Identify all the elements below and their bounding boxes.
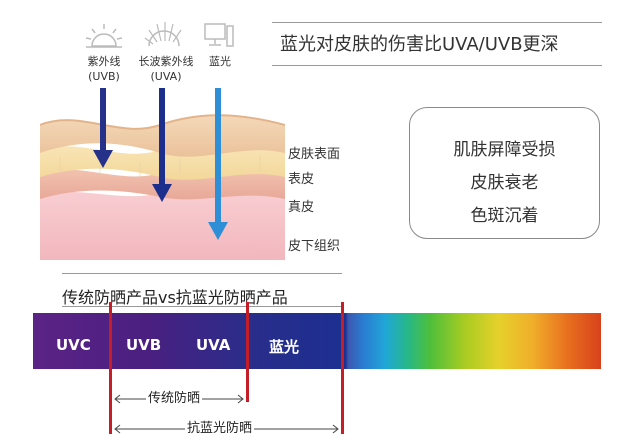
band-uvb: UVB (126, 336, 162, 354)
band-uva: UVA (196, 336, 231, 354)
source-bluelight-label: 蓝光 (209, 55, 231, 68)
band-bluelight: 蓝光 (269, 338, 300, 356)
page-title: 蓝光对皮肤的伤害比UVA/UVB更深 (280, 34, 559, 55)
layer-label-dermis: 真皮 (288, 200, 315, 215)
effect-pigmentation: 色斑沉着 (470, 206, 539, 226)
marker-line-uva-end (246, 302, 249, 402)
section-top-divider (62, 273, 342, 274)
section-bottom-divider (62, 306, 342, 307)
anti-blue-range-label: 抗蓝光防晒 (185, 417, 255, 436)
marker-line-uvb-start (109, 302, 112, 434)
marker-line-blue-end (341, 302, 344, 434)
effect-skin-aging: 皮肤衰老 (470, 173, 539, 193)
effects-box (409, 107, 600, 239)
computer-icon (203, 22, 235, 50)
bluelight-arrow (207, 88, 229, 240)
layer-label-subcutaneous: 皮下组织 (288, 239, 341, 254)
title-box (272, 22, 602, 66)
comparison-title: 传统防晒产品vs抗蓝光防晒产品 (62, 288, 288, 307)
sun-icon (84, 22, 124, 50)
sun-rays-icon (143, 20, 185, 50)
traditional-range-label: 传统防晒 (146, 387, 203, 406)
source-uvb-label: 紫外线(UVB) (87, 55, 121, 83)
uvb-arrow (92, 88, 114, 168)
layer-label-surface: 皮肤表面 (288, 147, 341, 162)
band-uvc: UVC (56, 336, 91, 354)
layer-label-epidermis: 表皮 (288, 172, 315, 187)
effect-barrier-damage: 肌肤屏障受损 (453, 140, 556, 160)
spectrum-bar (33, 313, 601, 369)
uva-arrow (151, 88, 173, 202)
source-uva-label: 长波紫外线(UVA) (138, 55, 194, 83)
